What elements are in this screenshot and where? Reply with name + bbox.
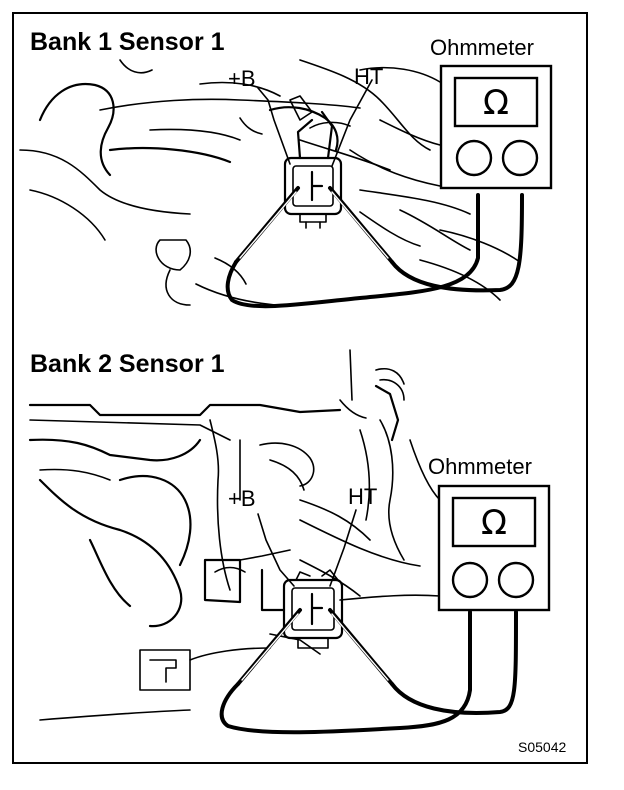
figure-code: S05042	[518, 739, 566, 755]
panel1-ohmmeter-label: Ohmmeter	[430, 35, 534, 60]
test-leads-bottom	[219, 608, 518, 735]
engine-sketch-bottom	[28, 349, 441, 721]
leader-ht-top	[331, 79, 373, 167]
meter-jack-left-top	[455, 139, 493, 177]
ohm-symbol-icon: Ω	[483, 83, 509, 123]
engine-sketch-top	[19, 59, 521, 307]
test-leads-top	[225, 186, 524, 309]
meter-display-bottom	[451, 496, 537, 548]
panel2-ohmmeter-label: Ohmmeter	[428, 454, 532, 479]
leader-b-bottom	[257, 513, 295, 587]
meter-display-top	[453, 76, 539, 128]
meter-jack-left-bottom	[451, 561, 489, 599]
sensor-connector-bottom	[282, 569, 344, 649]
ohmmeter-bottom	[437, 484, 551, 612]
sensor-connector-top	[283, 110, 343, 229]
panel2-terminal-b-label: +B	[228, 486, 256, 511]
ohmmeter-top	[439, 64, 553, 190]
panel1-terminal-b-label: +B	[228, 66, 256, 91]
panel2-title: Bank 2 Sensor 1	[30, 350, 225, 378]
meter-jack-right-top	[501, 139, 539, 177]
leader-b-top	[257, 87, 291, 165]
panel2-terminal-ht-label: HT	[348, 484, 377, 509]
panel1-title: Bank 1 Sensor 1	[30, 28, 225, 56]
leader-ht-bottom	[329, 509, 357, 587]
meter-jack-right-bottom	[497, 561, 535, 599]
panel1-terminal-ht-label: HT	[354, 64, 383, 89]
ohm-symbol-icon: Ω	[481, 503, 507, 543]
